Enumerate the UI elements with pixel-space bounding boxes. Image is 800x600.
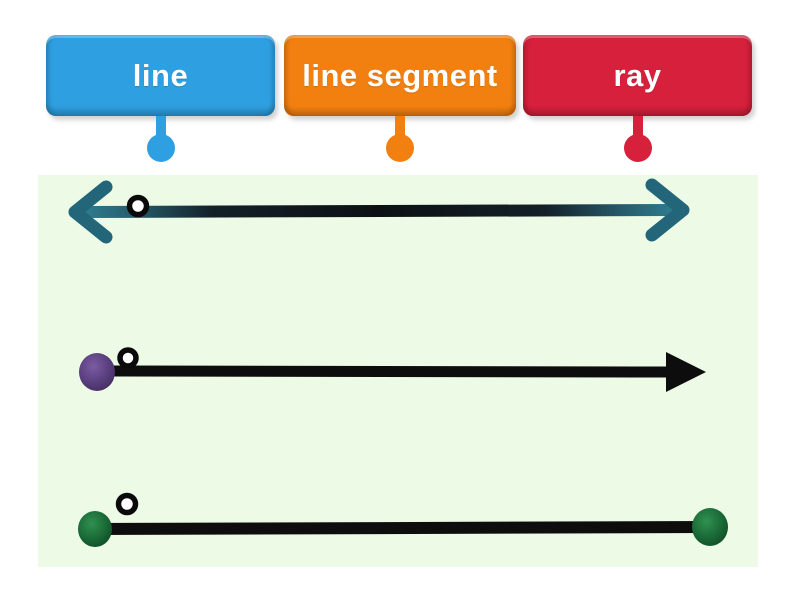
label-ray-pin-icon bbox=[623, 134, 652, 162]
left-arrowhead-icon bbox=[68, 180, 113, 244]
ray-endpoint-dot bbox=[79, 353, 115, 391]
label-line-pin-icon bbox=[146, 134, 175, 162]
right-arrowhead-icon bbox=[645, 178, 690, 242]
label-line-stem bbox=[155, 116, 166, 140]
label-ray-chip[interactable]: ray bbox=[523, 35, 752, 116]
label-line-text: line bbox=[132, 57, 189, 93]
ray-arrowhead-icon bbox=[666, 352, 706, 392]
diagram-canvas bbox=[38, 175, 758, 567]
label-ray: ray bbox=[523, 35, 752, 162]
segment-right-endpoint-dot bbox=[692, 508, 728, 546]
label-line-segment: line segment bbox=[284, 35, 516, 162]
label-ray-text: ray bbox=[613, 57, 662, 93]
ray-shaft bbox=[96, 365, 671, 378]
label-line-segment-text: line segment bbox=[302, 57, 498, 93]
segment-shaft bbox=[94, 521, 711, 535]
label-line-segment-chip[interactable]: line segment bbox=[284, 35, 516, 116]
label-ray-stem bbox=[632, 116, 643, 140]
diagram-figures bbox=[68, 178, 728, 547]
line-figure bbox=[68, 178, 690, 244]
segment-left-endpoint-dot bbox=[78, 511, 112, 547]
label-line-segment-pin-icon bbox=[386, 134, 414, 162]
hotspot-line[interactable] bbox=[126, 194, 150, 218]
label-line: line bbox=[46, 35, 275, 162]
ray-figure bbox=[79, 347, 706, 392]
hotspot-line-segment[interactable] bbox=[115, 492, 139, 516]
hotspot-ray[interactable] bbox=[117, 347, 139, 369]
line-segment-figure bbox=[78, 492, 728, 547]
line-shaft bbox=[82, 204, 676, 218]
label-line-segment-stem bbox=[395, 116, 405, 140]
label-line-chip[interactable]: line bbox=[46, 35, 275, 116]
